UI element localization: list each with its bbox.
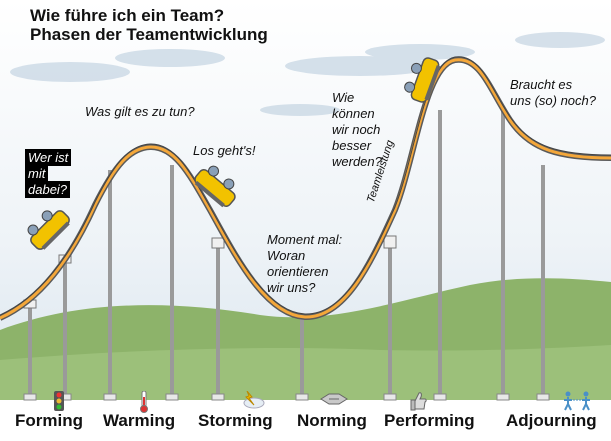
people-parting-icon xyxy=(564,391,590,411)
coaster-track-top xyxy=(0,56,611,316)
annotation-wie-koennen: Wie können wir noch besser werden? xyxy=(332,90,382,169)
thumbs-up-icon xyxy=(410,392,427,411)
coaster-track xyxy=(0,58,611,320)
title-line-1: Wie führe ich ein Team? xyxy=(30,6,225,25)
phase-label-storming: Storming xyxy=(198,411,273,430)
phase-label-warming: Warming xyxy=(103,411,176,430)
phase-label-forming: Forming xyxy=(15,411,83,430)
cart-forming xyxy=(27,210,70,250)
phase-label-norming: Norming xyxy=(297,411,367,430)
annotation-los-gehts: Los geht's! xyxy=(193,143,256,158)
phase-label-adjourning: Adjourning xyxy=(506,411,597,430)
annotation-wer-ist-mit-dabei: Wer ist mit dabei? xyxy=(25,149,72,198)
support-poles xyxy=(28,110,545,398)
lightning-cloud-icon xyxy=(243,391,265,409)
pole-bases xyxy=(23,393,550,401)
grass-bottom xyxy=(0,400,611,441)
annotation-braucht-es: Braucht es uns (so) noch? xyxy=(510,77,596,108)
annotation-was-gilt-es: Was gilt es zu tun? xyxy=(85,104,195,119)
cart-storming xyxy=(194,165,236,208)
thermometer-icon xyxy=(140,391,148,413)
clouds xyxy=(10,32,605,116)
traffic-light-icon xyxy=(54,391,64,411)
handshake-icon xyxy=(320,393,348,405)
annotation-moment-mal: Moment mal: Woran orientieren wir uns? xyxy=(267,232,343,295)
cart-performing xyxy=(404,57,441,103)
phase-label-performing: Performing xyxy=(384,411,475,430)
title-line-2: Phasen der Teamentwicklung xyxy=(30,25,268,44)
